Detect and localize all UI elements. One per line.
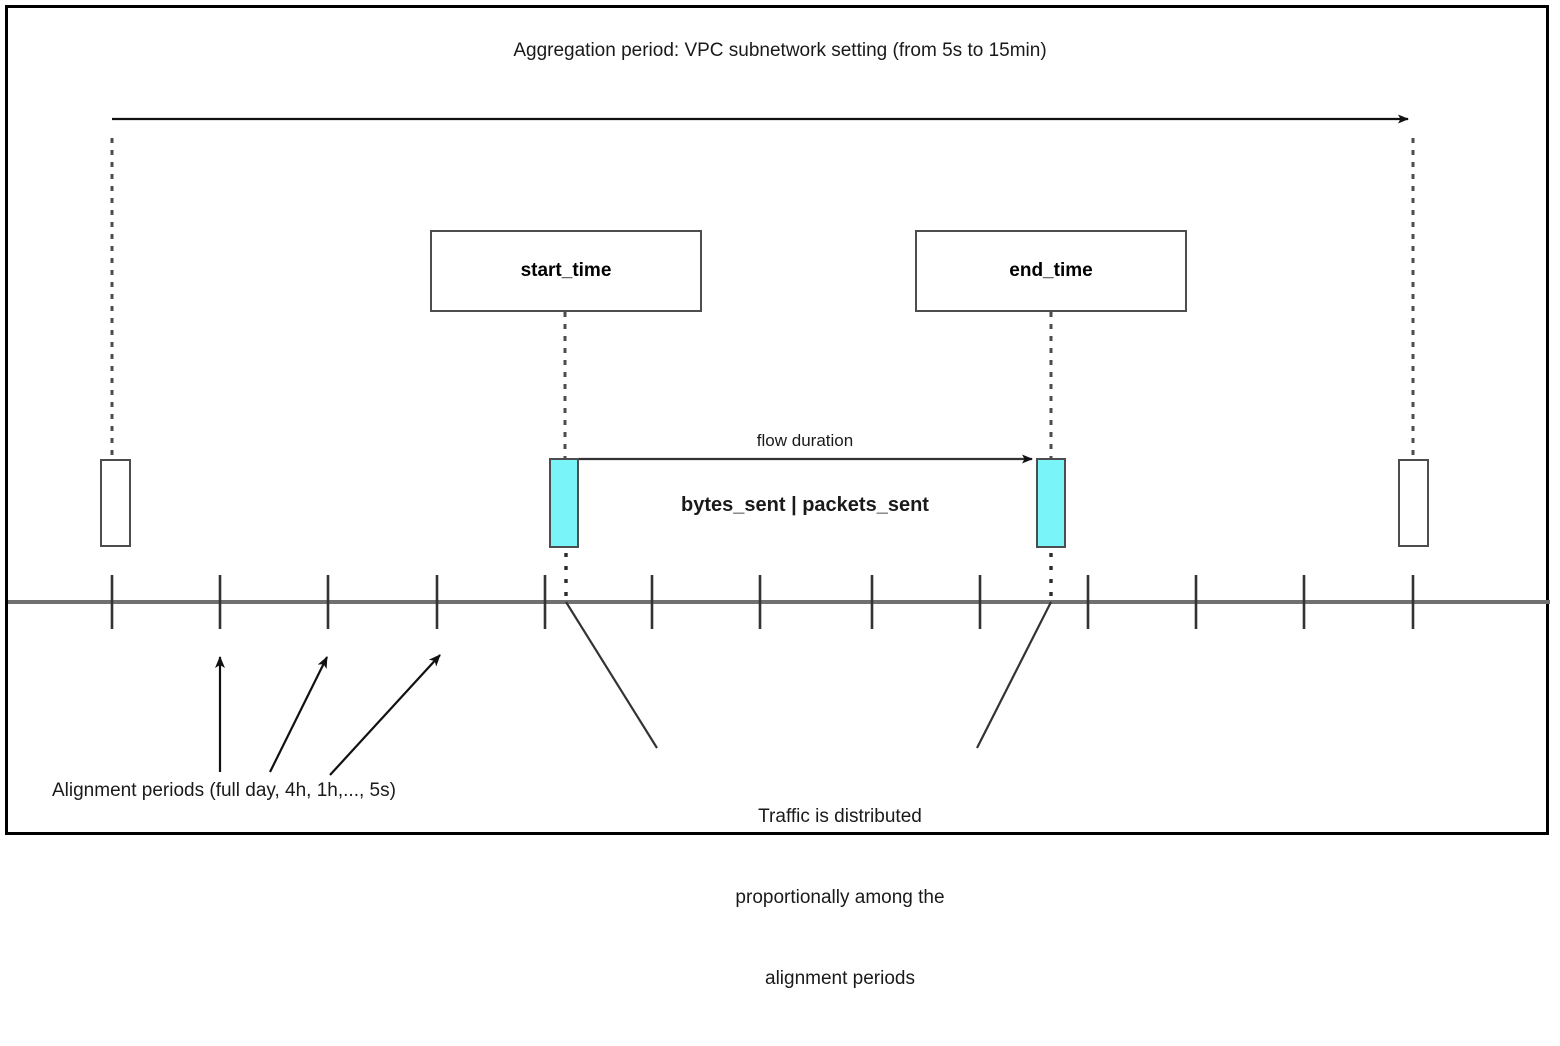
alignment-callout-arrow-3 — [329, 654, 441, 776]
alignment-periods-label: Alignment periods (full day, 4h, 1h,...,… — [52, 780, 396, 801]
flow-duration-label: flow duration — [756, 431, 854, 450]
start-time-box[interactable]: start_time — [430, 230, 702, 312]
alignment-callout-arrow-2 — [269, 656, 328, 773]
end-time-box-label: end_time — [1009, 260, 1093, 281]
traffic-note-leader-right — [976, 601, 1052, 749]
traffic-note-line-2: proportionally among the — [735, 887, 945, 908]
flow-start-activation-bar — [549, 458, 579, 548]
end-time-box[interactable]: end_time — [915, 230, 1187, 312]
diagram-frame — [5, 5, 1549, 835]
aggregation-end-activation-bar — [1398, 459, 1429, 547]
start-time-box-label: start_time — [520, 260, 612, 281]
diagram-title: Aggregation period: VPC subnetwork setti… — [513, 40, 1047, 61]
timeline-ticks — [110, 575, 1415, 629]
aggregation-start-activation-bar — [100, 459, 131, 547]
flow-end-activation-bar — [1036, 458, 1066, 548]
traffic-note-line-3: alignment periods — [765, 968, 915, 989]
diagram-canvas: Aggregation period: VPC subnetwork setti… — [5, 5, 1550, 989]
diagram-vector-layer — [8, 114, 1550, 776]
traffic-note-leader-left — [565, 601, 658, 749]
flow-metrics-label: bytes_sent | packets_sent — [681, 494, 929, 516]
traffic-note-line-1: Traffic is distributed — [758, 806, 922, 827]
